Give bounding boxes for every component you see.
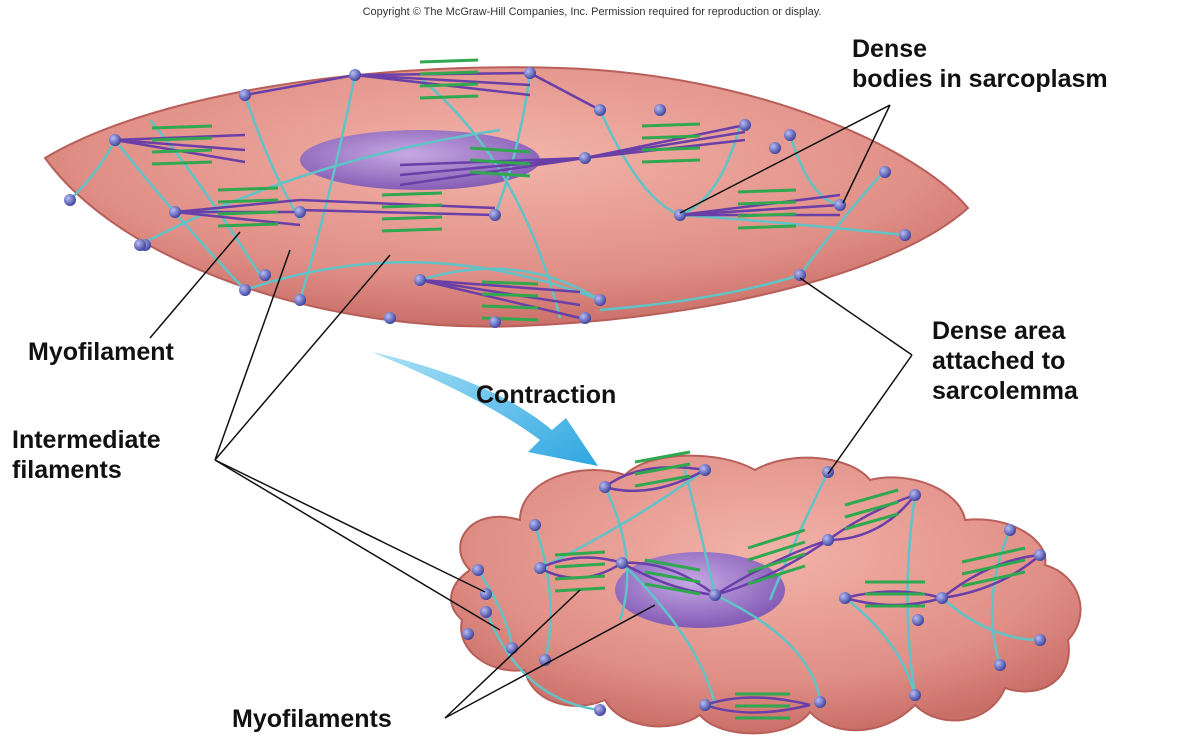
label-dense-area: Dense area attached to sarcolemma xyxy=(932,316,1078,406)
label-contraction: Contraction xyxy=(476,380,616,410)
copyright-notice: Copyright © The McGraw-Hill Companies, I… xyxy=(0,6,1184,18)
label-intermediate-filaments: Intermediate filaments xyxy=(12,425,161,485)
label-dense-bodies: Dense bodies in sarcoplasm xyxy=(852,34,1108,94)
label-myofilaments: Myofilaments xyxy=(232,704,392,734)
relaxed-cell xyxy=(45,60,968,328)
contracted-cell xyxy=(451,452,1080,733)
label-myofilament: Myofilament xyxy=(28,337,174,367)
